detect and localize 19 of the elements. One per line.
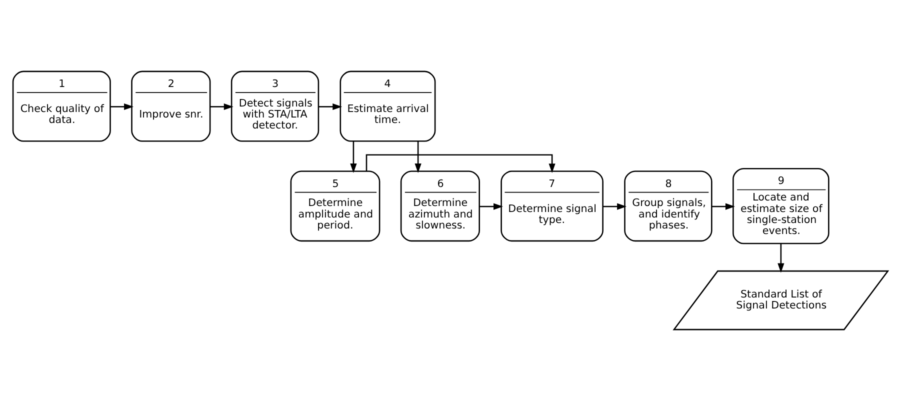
arrow (603, 202, 627, 210)
node-box: 9 Locate and estimate size of single-station events. (732, 168, 830, 244)
node-box: 4 Estimate arrival time. (340, 70, 436, 142)
node-box: 2 Improve snr. (131, 70, 211, 142)
node-box: 6 Determine azimuth and slowness. (400, 170, 480, 242)
arrow (110, 102, 134, 110)
arrow (366, 154, 556, 173)
node-box: 5 Determine amplitude and period. (290, 170, 380, 242)
arrow (778, 243, 784, 272)
arrow (712, 202, 735, 210)
arrow (350, 140, 357, 172)
node-box: 1 Check quality of data. (12, 70, 111, 142)
node-box: 8 Group signals, and identify phases. (624, 170, 712, 242)
arrow (318, 102, 342, 110)
arrow (210, 102, 234, 110)
node-box: 7 Determine signal type. (500, 170, 604, 242)
arrow (480, 202, 503, 210)
arrow (414, 140, 422, 172)
node-box: 3 Detect signals with STA/LTA detector. (230, 70, 320, 142)
